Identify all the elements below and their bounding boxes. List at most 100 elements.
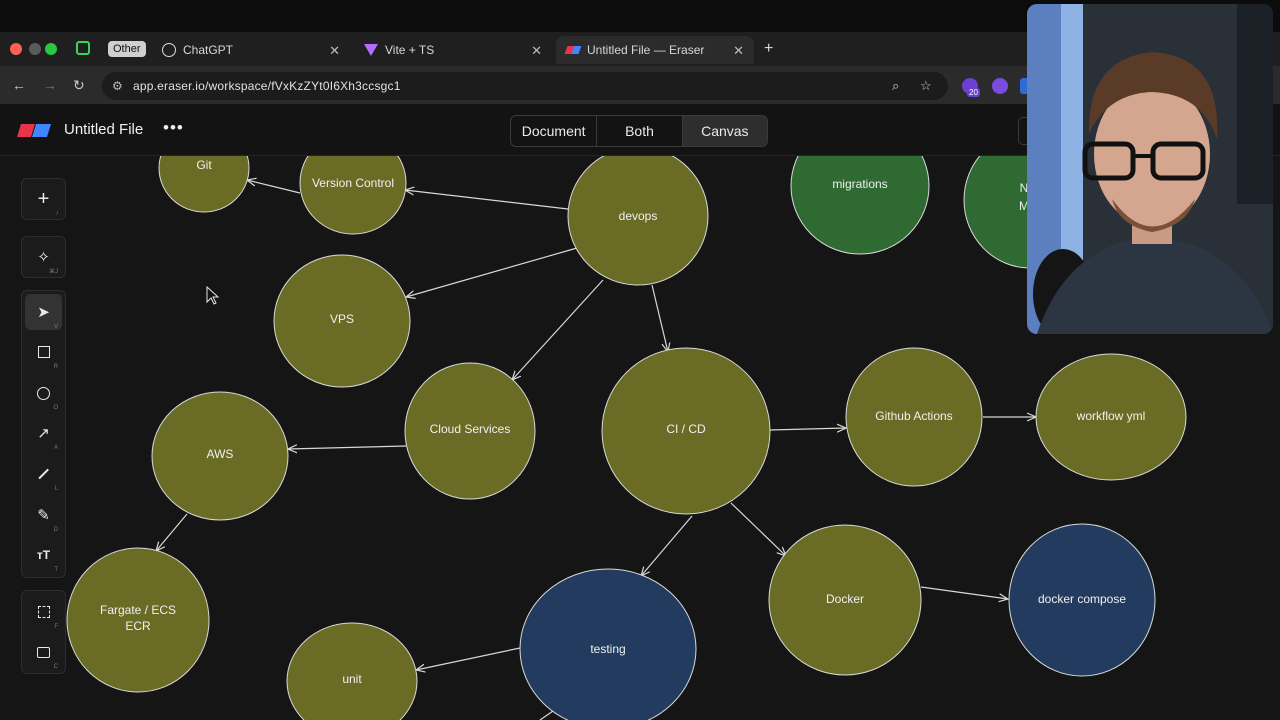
omnibox[interactable]: [102, 72, 948, 100]
new-tab-icon[interactable]: +: [764, 40, 774, 57]
node-label: M: [1019, 199, 1029, 213]
extension-badge: 20: [967, 88, 980, 97]
close-tab-icon[interactable]: ✕: [733, 43, 744, 58]
window-zoom-button[interactable]: [45, 43, 57, 55]
vite-icon: [364, 44, 378, 56]
node-aws[interactable]: AWS: [151, 391, 289, 521]
eraser-icon: [564, 46, 582, 54]
node-label: AWS: [207, 447, 234, 461]
node-version-control[interactable]: Version Control: [299, 156, 407, 235]
view-document-button[interactable]: Document: [511, 116, 598, 146]
tab-eraser[interactable]: Untitled File — Eraser ✕: [556, 36, 754, 64]
node-ci-cd[interactable]: CI / CD: [601, 347, 771, 515]
edge[interactable]: [288, 446, 407, 449]
node-fargate-ecs-ecr[interactable]: Fargate / ECS ECR: [66, 547, 210, 693]
back-icon[interactable]: ←: [12, 77, 26, 93]
arrow-tool[interactable]: ↗ A: [25, 415, 62, 451]
diagram: Git Version Control devops migrations N: [66, 156, 1187, 720]
tab-group-chip[interactable]: Other: [108, 41, 146, 57]
more-options-icon[interactable]: •••: [163, 118, 184, 137]
edge[interactable]: [769, 428, 846, 430]
pinned-tab-icon[interactable]: [76, 41, 90, 55]
view-both-button[interactable]: Both: [597, 116, 683, 146]
view-mode-switcher: Document Both Canvas: [510, 115, 768, 147]
share-button[interactable]: [1018, 117, 1032, 145]
line-tool[interactable]: L: [25, 456, 62, 492]
pointer-icon: ➤: [37, 304, 50, 321]
edge[interactable]: [920, 586, 1008, 599]
node-docker-compose[interactable]: docker compose: [1008, 523, 1156, 677]
node-label: VPS: [330, 312, 354, 326]
zoom-icon[interactable]: ⌕: [892, 78, 900, 93]
edge[interactable]: [651, 284, 668, 352]
shortcut-label: C: [53, 664, 58, 670]
node-label: docker compose: [1038, 592, 1126, 606]
frame-tool[interactable]: F: [25, 594, 62, 630]
site-settings-icon[interactable]: ⚙: [112, 79, 123, 93]
node-git[interactable]: Git: [158, 156, 250, 213]
sparkle-icon: ✧: [37, 249, 50, 266]
frame-icon: [37, 606, 50, 618]
reload-icon[interactable]: ↻: [73, 77, 85, 93]
node-label: CI / CD: [666, 422, 706, 436]
line-icon: [38, 468, 49, 480]
node-label: Version Control: [312, 176, 394, 190]
edge[interactable]: [641, 515, 693, 576]
shortcut-label: F: [54, 624, 58, 630]
edge[interactable]: [416, 647, 521, 670]
node-workflow-yml[interactable]: workflow yml: [1035, 353, 1187, 481]
window-close-button[interactable]: [10, 43, 22, 55]
node-testing[interactable]: testing: [519, 568, 697, 720]
add-tool-group: + /: [21, 178, 66, 220]
node-label: N: [1020, 181, 1029, 195]
tab-vite[interactable]: Vite + TS ✕: [354, 36, 552, 64]
ai-tool-group: ✧ ⌘J: [21, 236, 66, 278]
close-tab-icon[interactable]: ✕: [329, 43, 340, 58]
node-unit[interactable]: unit: [286, 622, 418, 720]
ai-diagram-button[interactable]: ✧ ⌘J: [25, 239, 62, 275]
edge[interactable]: [247, 180, 301, 194]
shortcut-label: V: [53, 324, 58, 330]
node-vps[interactable]: VPS: [273, 254, 411, 388]
close-tab-icon[interactable]: ✕: [531, 43, 542, 58]
node-cloud-services[interactable]: Cloud Services: [404, 362, 536, 500]
edge[interactable]: [539, 710, 554, 720]
url-text[interactable]: app.eraser.io/workspace/fVxKzZYt0I6Xh3cc…: [133, 79, 401, 93]
node-docker[interactable]: Docker: [768, 524, 922, 676]
shortcut-label: L: [54, 486, 58, 492]
node-github-actions[interactable]: Github Actions: [845, 347, 983, 487]
text-tool[interactable]: ᴛT T: [25, 537, 62, 573]
ellipse-tool[interactable]: O: [25, 375, 62, 411]
edge[interactable]: [156, 513, 188, 551]
tab-chatgpt[interactable]: ChatGPT ✕: [152, 36, 350, 64]
circle-icon: [37, 386, 50, 400]
edge[interactable]: [512, 279, 604, 380]
add-button[interactable]: + /: [25, 181, 62, 218]
extension-icon[interactable]: [992, 78, 1008, 94]
node-label: Cloud Services: [430, 422, 511, 436]
edge[interactable]: [730, 502, 786, 556]
rectangle-tool[interactable]: R: [25, 334, 62, 370]
node-label: workflow yml: [1076, 409, 1146, 423]
edge[interactable]: [405, 190, 569, 210]
shortcut-label: A: [53, 445, 58, 451]
drawing-tool-group: ➤ V R O ↗ A L ✎ D: [21, 290, 66, 578]
node-migrations[interactable]: migrations: [790, 156, 930, 255]
node-label: Github Actions: [875, 409, 952, 423]
bookmark-star-icon[interactable]: ☆: [920, 78, 932, 93]
eraser-logo[interactable]: [17, 124, 51, 137]
edge[interactable]: [406, 247, 578, 297]
window-minimize-button[interactable]: [29, 43, 41, 55]
mouse-cursor-icon: [206, 285, 220, 305]
shortcut-label: O: [53, 405, 58, 411]
node-devops[interactable]: devops: [567, 156, 709, 286]
select-tool[interactable]: ➤ V: [25, 294, 62, 330]
node-label: unit: [342, 672, 362, 686]
forward-icon[interactable]: →: [43, 77, 57, 93]
file-title[interactable]: Untitled File: [64, 121, 144, 138]
node-label: Git: [196, 158, 212, 172]
pen-tool[interactable]: ✎ D: [25, 497, 62, 533]
view-canvas-button[interactable]: Canvas: [682, 116, 767, 146]
webcam-overlay: [1027, 4, 1273, 334]
comment-tool[interactable]: C: [25, 634, 62, 670]
